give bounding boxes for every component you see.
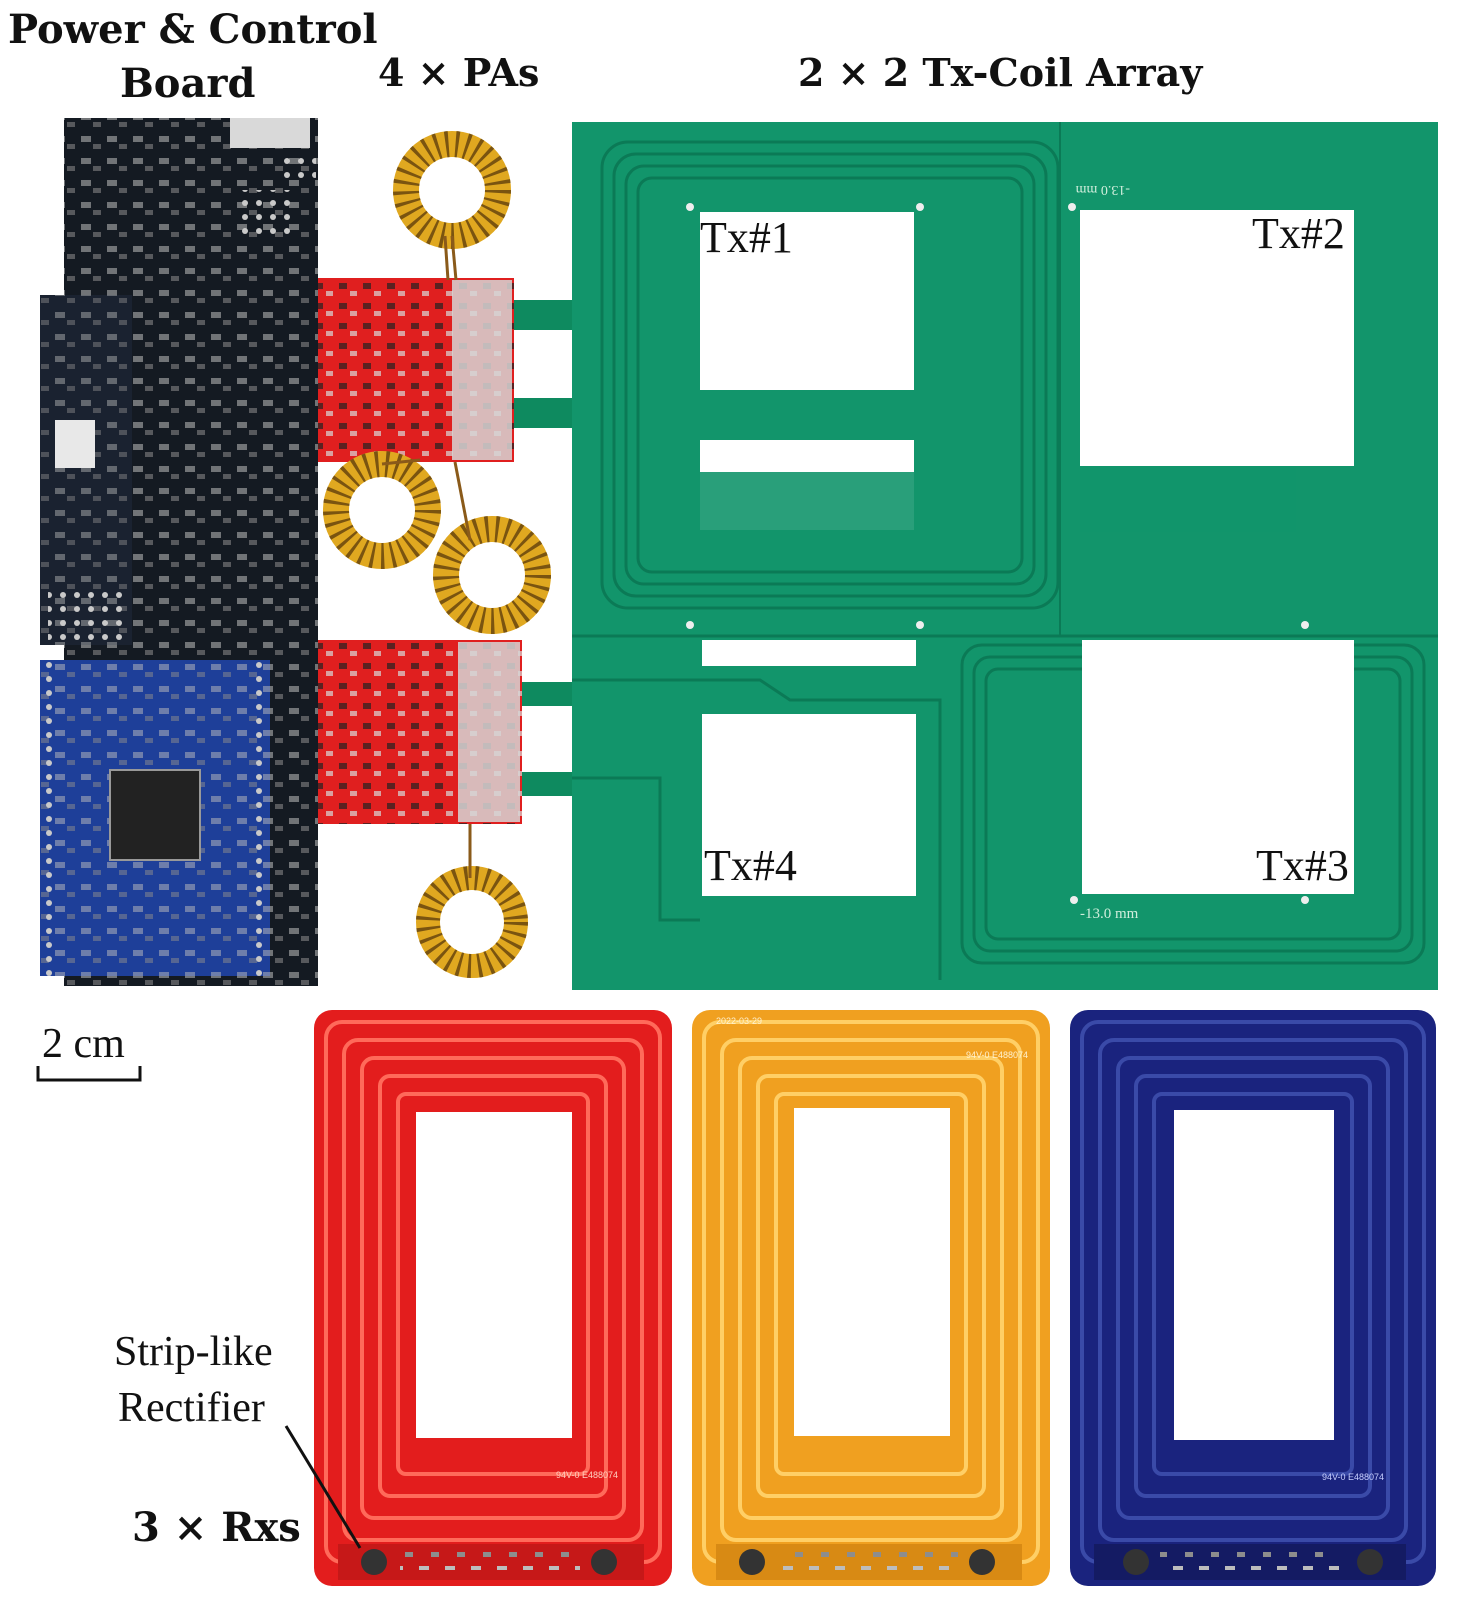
tx2-window (1080, 210, 1354, 466)
toroid-inductors (323, 131, 551, 978)
leader-arrow-icon (284, 1425, 362, 1549)
rx-orange-date: 2022-03-29 (716, 1016, 762, 1026)
toroid-inductor-icon (433, 516, 551, 634)
rx-blue-marking: 94V-0 E488074 (1322, 1472, 1384, 1482)
toroid-inductor-icon (393, 131, 511, 249)
label-tx-array: 2 × 2 Tx-Coil Array (798, 50, 1203, 95)
tx-dim-top: -13.0 mm (1075, 182, 1130, 197)
label-power-board-line2: Board (120, 60, 256, 107)
toroid-inductor-icon (416, 866, 528, 978)
rx-orange: 2022-03-29 94V-0 E488074 (692, 1010, 1050, 1586)
scale-bar-icon (36, 1066, 142, 1082)
rx-red: 94V-0 E488074 (314, 1010, 672, 1586)
label-rectifier-line2: Rectifier (118, 1385, 265, 1431)
label-scale: 2 cm (42, 1021, 125, 1067)
mcu-board (40, 660, 270, 976)
label-rxs: 3 × Rxs (132, 1504, 301, 1551)
label-power-board-line1: Power & Control (8, 6, 378, 53)
tx1-window (700, 212, 914, 390)
tx-dim-bottom: -13.0 mm (1080, 906, 1139, 922)
label-tx2: Tx#2 (1252, 209, 1345, 258)
tx4-window (702, 714, 916, 896)
rx-red-marking: 94V-0 E488074 (556, 1470, 618, 1480)
tx-coil-array: -13.0 mm -13.0 mm (572, 122, 1438, 990)
rx-blue: 94V-0 E488074 (1070, 1010, 1436, 1586)
label-rectifier-line1: Strip-like (114, 1329, 273, 1375)
label-tx1: Tx#1 (700, 213, 793, 262)
rx-orange-marking: 94V-0 E488074 (966, 1050, 1028, 1060)
toroid-inductor-icon (323, 451, 441, 569)
label-pas: 4 × PAs (378, 50, 540, 95)
label-tx3: Tx#3 (1256, 841, 1349, 890)
fpga-module (40, 295, 132, 645)
label-tx4: Tx#4 (704, 841, 797, 890)
pa-boards (318, 278, 572, 824)
tx3-window (1082, 640, 1354, 894)
